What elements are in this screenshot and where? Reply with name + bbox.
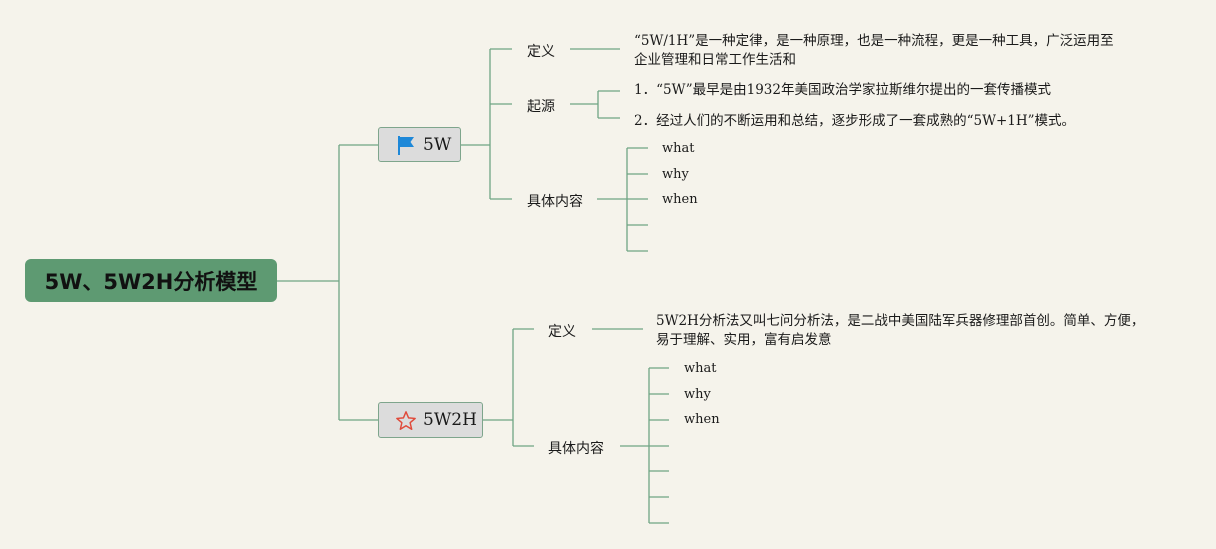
leaf-5w-when[interactable]: when [662,192,698,207]
root-node[interactable]: 5W、5W2H分析模型 [25,259,277,302]
connector-5w-content [597,147,648,252]
text-5w-origin-1[interactable]: 1．“5W”最早是由1932年美国政治学家拉斯维尔提出的一套传播模式 [634,82,1051,98]
connector-5w2h-spine [483,328,534,447]
leaf-5w-what[interactable]: what [662,141,695,156]
text-5w2h-definition-line1: 5W2H分析法又叫七问分析法，是二战中美国陆军兵器修理部首创。简单、方便， [656,313,1145,329]
main-node-5w2h[interactable]: 5W2H [378,402,483,438]
text-5w2h-definition-line2: 易于理解、实用，富有启发意 [656,332,832,348]
main-node-5w[interactable]: 5W [378,127,461,162]
connector-5w2h-content [620,367,669,524]
connector-5w-origin [570,90,620,119]
leaf-5w2h-what[interactable]: what [684,361,717,376]
label-5w2h-content[interactable]: 具体内容 [548,441,604,457]
text-5w2h-definition[interactable]: 5W2H分析法又叫七问分析法，是二战中美国陆军兵器修理部首创。简单、方便， 易于… [656,312,1144,350]
star-icon [395,409,417,431]
main-node-5w-label: 5W [423,134,452,155]
flag-icon [395,134,417,156]
text-5w-definition-line2: 企业管理和日常工作生活和 [634,52,796,68]
leaf-5w-why[interactable]: why [662,167,689,182]
root-label: 5W、5W2H分析模型 [44,269,258,294]
text-5w-origin-2[interactable]: 2．经过人们的不断运用和总结，逐步形成了一套成熟的“5W+1H”模式。 [634,113,1076,129]
label-5w2h-definition[interactable]: 定义 [548,324,576,340]
main-node-5w2h-label: 5W2H [423,410,477,430]
leaf-5w2h-why[interactable]: why [684,387,711,402]
text-5w-definition[interactable]: “5W/1H”是一种定律，是一种原理，也是一种流程，更是一种工具，广泛运用至 企… [634,32,1114,70]
leaf-5w2h-when[interactable]: when [684,412,720,427]
label-5w-origin[interactable]: 起源 [527,99,555,115]
label-5w-definition[interactable]: 定义 [527,44,555,60]
connector-root-spine [277,144,378,421]
text-5w-definition-line1: “5W/1H”是一种定律，是一种原理，也是一种流程，更是一种工具，广泛运用至 [634,33,1114,49]
connector-5w-spine [461,48,512,200]
label-5w-content[interactable]: 具体内容 [527,194,583,210]
